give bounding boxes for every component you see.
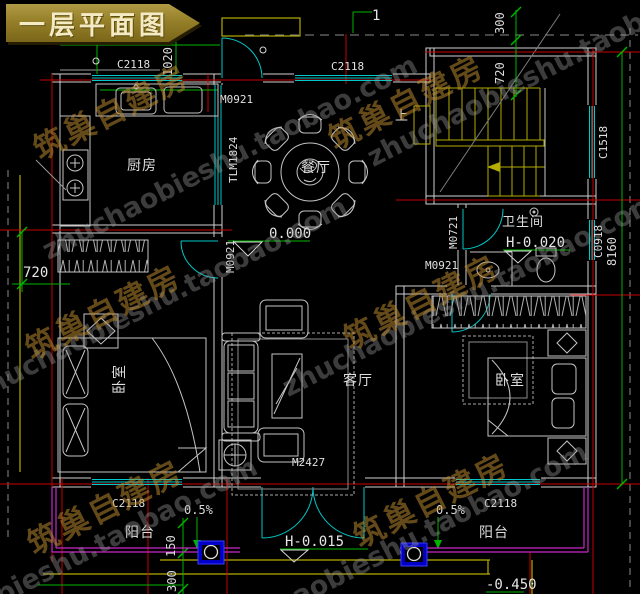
label-window-c2118-top-center: C2118 <box>331 60 364 73</box>
dashed-lines <box>7 28 638 592</box>
level-terrace: -0.450 <box>486 577 537 593</box>
dim-8160: 8160 <box>605 237 619 266</box>
window-c2118-bottom-left <box>92 479 182 485</box>
label-door-m0921-bedroom-right: M0921 <box>425 259 458 272</box>
window-c2118-bottom-right <box>456 479 540 485</box>
level-ground: 0.000 <box>269 226 311 242</box>
furniture <box>35 83 587 496</box>
window-c2118-top-left <box>92 75 182 81</box>
room-dining: 餐厅 <box>301 160 331 176</box>
bedroom-left-furniture <box>57 239 208 473</box>
window-c0918 <box>589 220 595 260</box>
dim-300-bottom: 300 <box>165 570 179 592</box>
dim-1020: 1020 <box>161 47 175 76</box>
axis-number-1: 1 <box>372 8 380 24</box>
label-window-c2118-bottom-right: C2118 <box>484 497 517 510</box>
room-bedroom-right: 卧室 <box>495 372 525 389</box>
stair-break-line <box>439 13 561 196</box>
door-bathroom <box>462 208 504 250</box>
bedroom-right-furniture <box>431 295 587 465</box>
window-c1518 <box>589 106 595 178</box>
label-window-c1518: C1518 <box>597 126 610 159</box>
room-kitchen: 厨房 <box>127 158 157 174</box>
label-door-tlm1824: TLM1824 <box>227 136 240 183</box>
dim-720-top: 720 <box>493 62 507 84</box>
label-door-m0921-bedroom-left: M0921 <box>224 240 237 273</box>
dim-150-bottom: 150 <box>164 535 178 557</box>
dim-300-top: 300 <box>493 12 507 34</box>
page-title: 一层平面图 <box>19 10 170 41</box>
door-back <box>221 37 263 79</box>
living-room-set <box>218 299 355 496</box>
windows <box>92 75 595 485</box>
label-door-m0721: M0721 <box>447 216 460 249</box>
label-window-c2118-bottom-left: C2118 <box>112 497 145 510</box>
text-labels: C2118 1020 M0921 C2118 1 300 720 厨房 TLM1… <box>23 8 619 593</box>
dimension-lines <box>12 6 628 594</box>
window-c2118-top-center <box>295 75 392 81</box>
bathroom-fittings <box>470 207 557 286</box>
staircase <box>413 87 545 197</box>
door-bedroom-left <box>180 240 219 279</box>
level-bathroom: H-0.020 <box>506 235 565 251</box>
drain-boxes <box>197 540 428 567</box>
room-bathroom: 卫生间 <box>502 215 544 230</box>
stair-up-label: 上 <box>395 109 409 124</box>
label-window-c0918: C0918 <box>592 225 605 258</box>
kitchen-fittings <box>35 83 219 227</box>
title-banner-shape: 一层平面图 <box>6 4 200 42</box>
room-balcony-left: 阳台 <box>125 525 155 541</box>
room-bedroom-left: 卧室 <box>111 364 128 394</box>
label-door-m0921-top: M0921 <box>220 93 253 106</box>
slope-left: 0.5% <box>184 503 214 517</box>
label-door-m2427: M2427 <box>292 456 325 469</box>
slope-right: 0.5% <box>436 503 466 517</box>
dining-table <box>252 114 368 230</box>
title-banner: 一层平面图 <box>6 4 200 42</box>
room-living: 客厅 <box>343 372 373 389</box>
label-window-c2118-top-left: C2118 <box>117 58 150 71</box>
room-balcony-right: 阳台 <box>479 525 509 541</box>
level-entrance: H-0.015 <box>285 534 344 550</box>
dim-720-left: 720 <box>23 265 48 281</box>
wall-openings <box>91 73 597 488</box>
